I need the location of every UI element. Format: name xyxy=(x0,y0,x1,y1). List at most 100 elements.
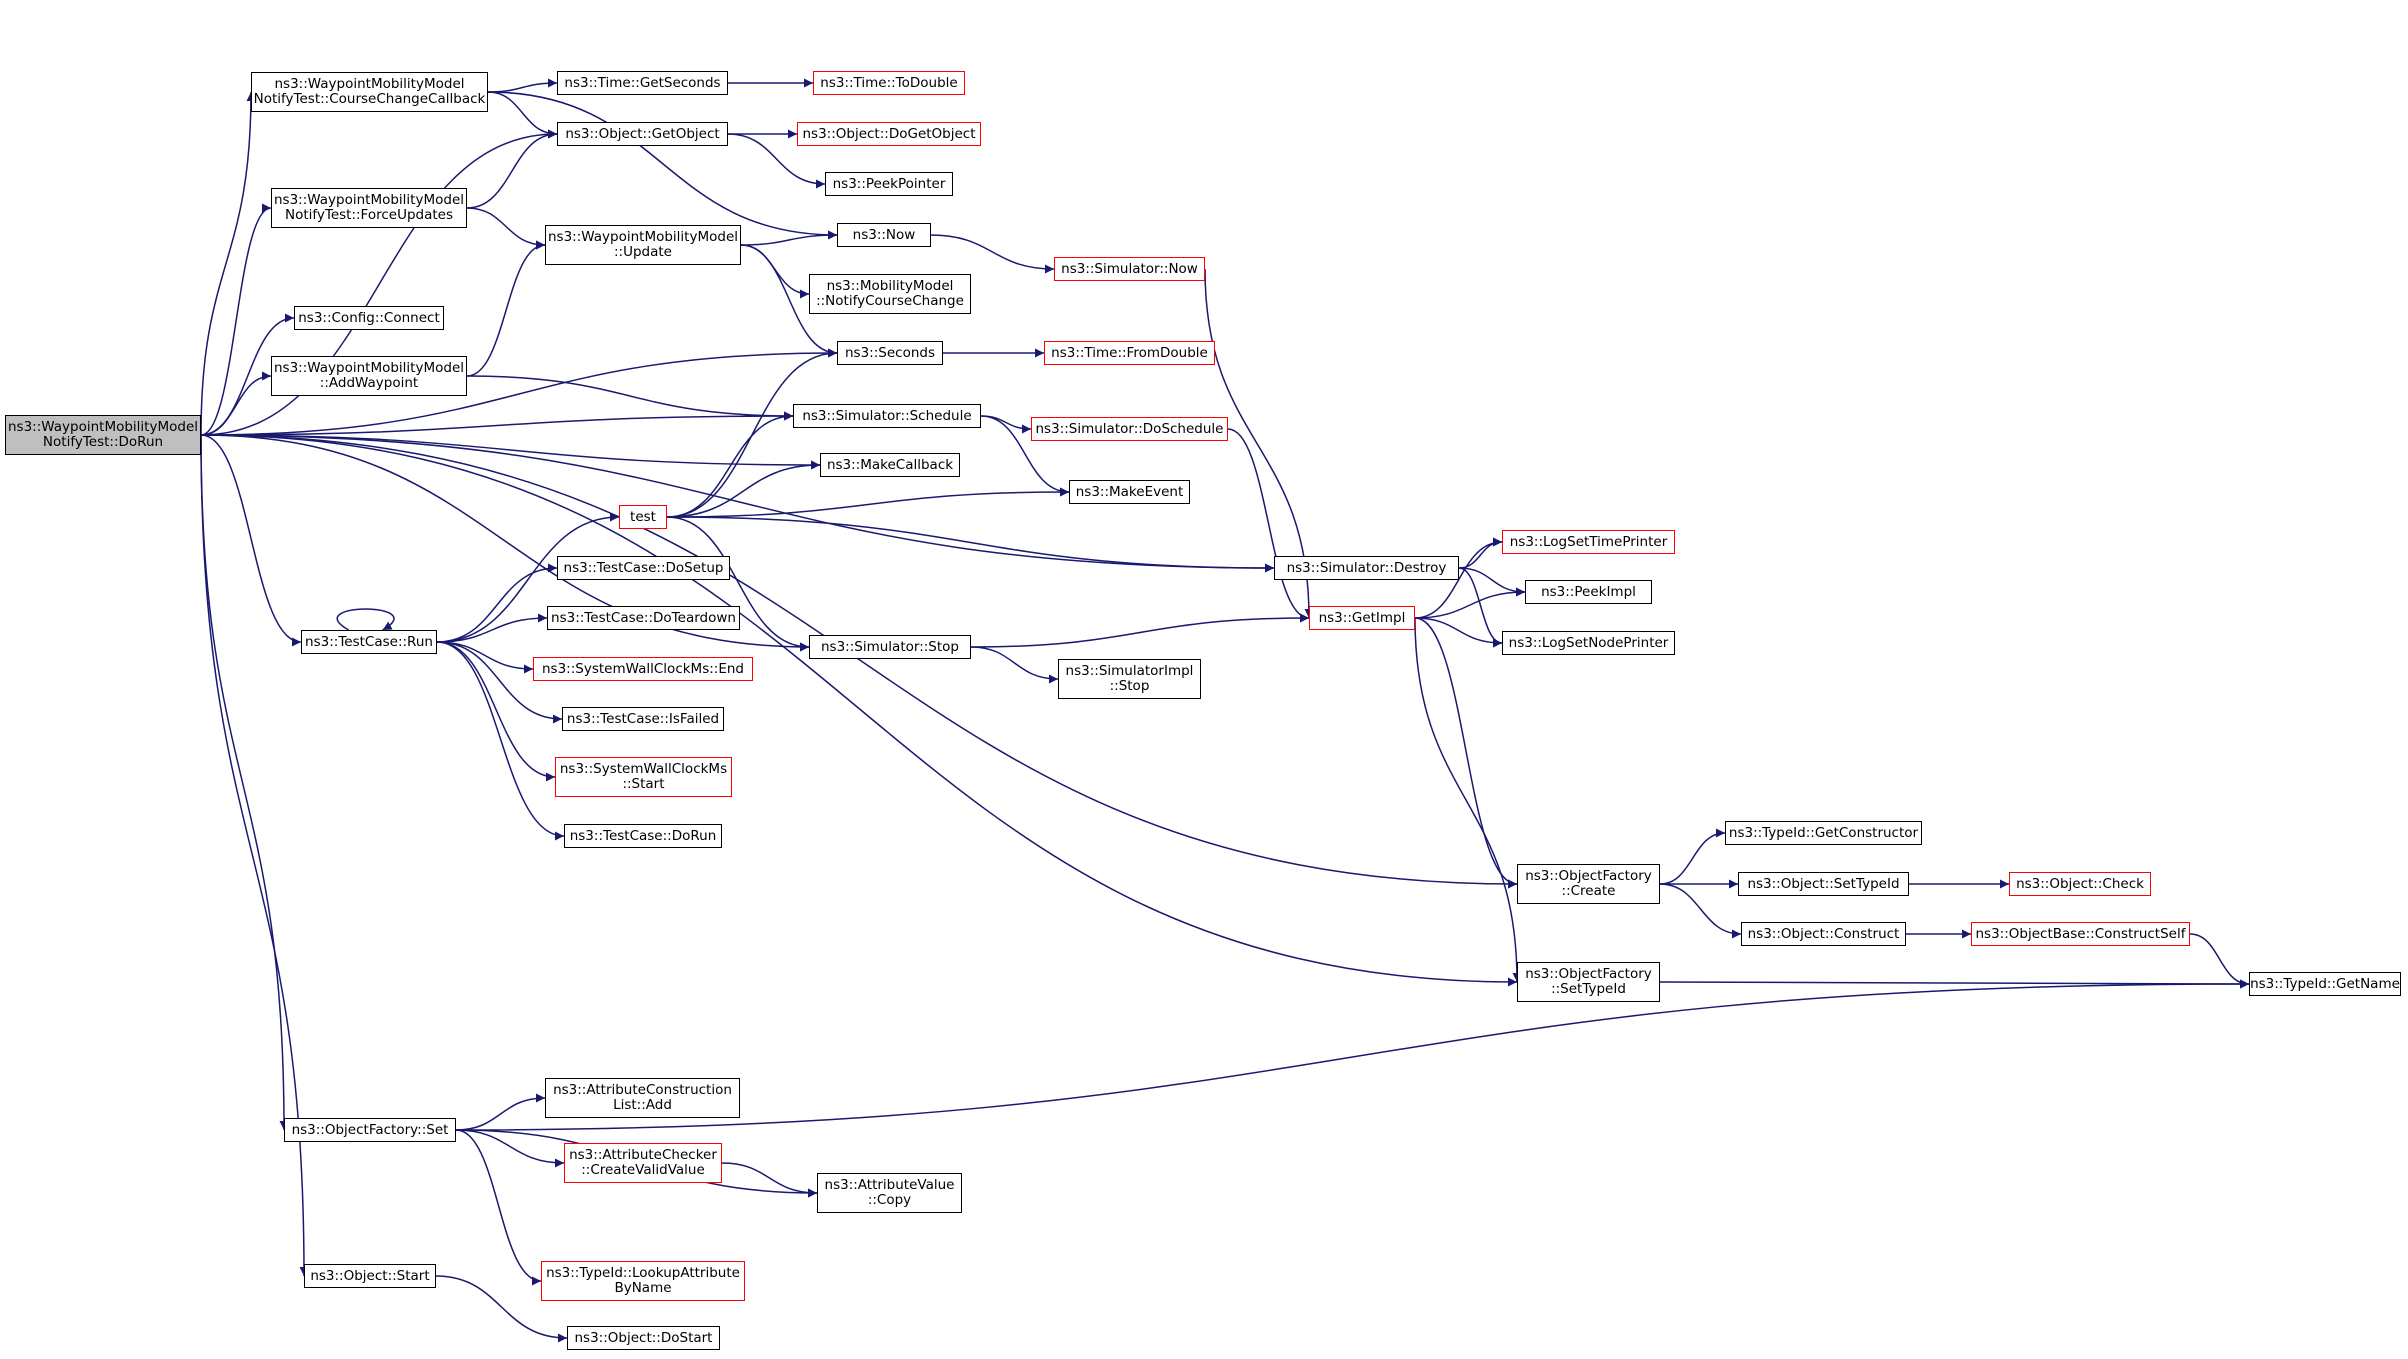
node-attributechecker-createvalidvalue[interactable]: ns3::AttributeChecker::CreateValidValue xyxy=(564,1143,722,1183)
edge-addWaypoint-to-schedule xyxy=(466,375,794,421)
node-label-line: ns3::Simulator::Destroy xyxy=(1286,559,1447,576)
node-objectbase-constructself[interactable]: ns3::ObjectBase::ConstructSelf xyxy=(1971,922,2190,946)
node-label-line: ns3::TestCase::IsFailed xyxy=(566,710,720,727)
node-object-dostart[interactable]: ns3::Object::DoStart xyxy=(567,1326,720,1350)
node-time-todouble[interactable]: ns3::Time::ToDouble xyxy=(813,71,965,95)
node-typeid-getname[interactable]: ns3::TypeId::GetName xyxy=(2249,972,2401,996)
node-label-line: ns3::WaypointMobilityModel xyxy=(548,229,738,245)
node-config-connect[interactable]: ns3::Config::Connect xyxy=(294,306,444,330)
edge-doRun-to-testCaseRun xyxy=(200,434,302,647)
node-simulator-stop[interactable]: ns3::Simulator::Stop xyxy=(809,635,971,659)
node-systemwallclock-start[interactable]: ns3::SystemWallClockMs::Start xyxy=(555,757,732,797)
node-object-dogetobject[interactable]: ns3::Object::DoGetObject xyxy=(797,122,981,146)
node-label-line: ByName xyxy=(614,1280,672,1296)
node-makecallback[interactable]: ns3::MakeCallback xyxy=(820,453,960,477)
node-label-line: ns3::SimulatorImpl xyxy=(1065,663,1194,679)
node-testcase-dorun[interactable]: ns3::TestCase::DoRun xyxy=(564,824,722,848)
edge-doRun-to-addWaypoint xyxy=(200,371,272,436)
node-peekpointer[interactable]: ns3::PeekPointer xyxy=(825,172,953,196)
node-simulator-destroy[interactable]: ns3::Simulator::Destroy xyxy=(1274,556,1459,580)
node-test[interactable]: test xyxy=(619,505,667,529)
node-getimpl[interactable]: ns3::GetImpl xyxy=(1309,606,1415,630)
node-logsettimeprinter[interactable]: ns3::LogSetTimePrinter xyxy=(1502,530,1675,554)
node-label-line: ns3::LogSetNodePrinter xyxy=(1508,634,1669,651)
node-label-line: ns3::MakeCallback xyxy=(826,456,954,473)
node-label-line: ns3::WaypointMobilityModel xyxy=(274,76,465,92)
node-attributevalue-copy[interactable]: ns3::AttributeValue::Copy xyxy=(817,1173,962,1213)
node-simulator-now[interactable]: ns3::Simulator::Now xyxy=(1054,257,1205,281)
edge-simDestroy-to-logNode xyxy=(1458,567,1503,648)
edge-getImpl-to-peekImpl xyxy=(1414,587,1526,619)
edge-ofSet-to-getName xyxy=(455,979,2250,1131)
edge-getImpl-to-logTime xyxy=(1414,537,1503,619)
node-label-line: ns3::Object::SetTypeId xyxy=(1747,875,1900,892)
node-label-line: ns3::Simulator::Now xyxy=(1061,260,1198,277)
node-ns3-now[interactable]: ns3::Now xyxy=(837,223,931,247)
node-peekimpl[interactable]: ns3::PeekImpl xyxy=(1525,580,1652,604)
node-testcase-dosetup[interactable]: ns3::TestCase::DoSetup xyxy=(557,556,730,580)
node-logsetnodeprinter[interactable]: ns3::LogSetNodePrinter xyxy=(1502,631,1675,655)
edge-simNow-to-getImpl xyxy=(1204,268,1314,619)
node-typeid-getconstructor[interactable]: ns3::TypeId::GetConstructor xyxy=(1725,821,1922,845)
node-label-line: ::NotifyCourseChange xyxy=(816,293,964,309)
edge-simStop-to-getImpl xyxy=(970,613,1310,648)
node-label-line: ns3::AttributeConstruction xyxy=(553,1082,732,1098)
node-simulatorimpl-stop[interactable]: ns3::SimulatorImpl::Stop xyxy=(1058,659,1201,699)
node-systemwallclock-end[interactable]: ns3::SystemWallClockMs::End xyxy=(533,657,753,681)
edge-testCaseRun-to-test xyxy=(436,512,620,643)
node-label-line: ns3::Object::GetObject xyxy=(565,125,720,142)
node-object-construct[interactable]: ns3::Object::Construct xyxy=(1741,922,1906,946)
node-object-getobject[interactable]: ns3::Object::GetObject xyxy=(557,122,728,146)
edge-forceUpdates-to-getObject xyxy=(466,129,558,209)
node-add-waypoint[interactable]: ns3::WaypointMobilityModel::AddWaypoint xyxy=(271,356,467,396)
node-label-line: ns3::ObjectFactory::Set xyxy=(291,1121,449,1138)
node-label-line: ns3::Object::DoStart xyxy=(574,1329,713,1346)
node-simulator-schedule[interactable]: ns3::Simulator::Schedule xyxy=(793,404,981,428)
node-objectfactory-set[interactable]: ns3::ObjectFactory::Set xyxy=(284,1118,456,1142)
edge-doRun-to-getObject xyxy=(200,129,558,436)
edge-getImpl-to-logNode xyxy=(1414,617,1503,648)
edge-getImpl-to-ofCreate xyxy=(1414,617,1518,889)
node-waypoint-update[interactable]: ns3::WaypointMobilityModel::Update xyxy=(545,225,741,265)
node-label-line: List::Add xyxy=(613,1097,672,1113)
node-objectfactory-settypeid[interactable]: ns3::ObjectFactory::SetTypeId xyxy=(1517,962,1660,1002)
node-testcase-run[interactable]: ns3::TestCase::Run xyxy=(301,630,437,654)
node-time-getseconds[interactable]: ns3::Time::GetSeconds xyxy=(557,71,728,95)
node-object-start[interactable]: ns3::Object::Start xyxy=(304,1264,436,1288)
node-label-line: ns3::GetImpl xyxy=(1318,609,1406,626)
node-makeevent[interactable]: ns3::MakeEvent xyxy=(1069,480,1190,504)
node-label-line: ns3::LogSetTimePrinter xyxy=(1509,533,1668,550)
edge-ofSet-to-lookupAttr xyxy=(455,1129,542,1286)
edge-ofCreate-to-getConstructor xyxy=(1659,828,1726,885)
node-testcase-doteardown[interactable]: ns3::TestCase::DoTeardown xyxy=(547,606,740,630)
edge-getImpl-to-ofSetTypeId xyxy=(1414,617,1522,983)
node-label-line: NotifyTest::CourseChangeCallback xyxy=(253,91,486,107)
edge-ofCreate-to-objConstruct xyxy=(1659,883,1742,939)
node-label-line: ns3::Object::Check xyxy=(2016,875,2144,892)
node-label-line: ns3::Config::Connect xyxy=(298,309,440,326)
node-time-fromdouble[interactable]: ns3::Time::FromDouble xyxy=(1044,341,1215,365)
node-objectfactory-create[interactable]: ns3::ObjectFactory::Create xyxy=(1517,864,1660,904)
node-mobilitymodel-notifycoursechange[interactable]: ns3::MobilityModel::NotifyCourseChange xyxy=(809,274,971,314)
edge-doRun-to-seconds xyxy=(200,348,838,436)
node-label-line: ns3::PeekPointer xyxy=(832,175,946,192)
node-testcase-isfailed[interactable]: ns3::TestCase::IsFailed xyxy=(562,707,724,731)
edge-simDestroy-to-logTime xyxy=(1458,537,1503,569)
node-ns3-seconds[interactable]: ns3::Seconds xyxy=(837,341,943,365)
node-label-line: ns3::TypeId::GetConstructor xyxy=(1728,824,1919,841)
edge-wmmUpdate-to-seconds xyxy=(740,244,838,358)
node-label-line: ns3::MakeEvent xyxy=(1075,483,1184,500)
edge-testCaseRun-to-isFailed xyxy=(436,641,563,724)
node-label-line: NotifyTest::DoRun xyxy=(42,434,164,450)
node-simulator-doschedule[interactable]: ns3::Simulator::DoSchedule xyxy=(1031,417,1228,441)
node-label-line: ns3::Simulator::Schedule xyxy=(802,407,972,424)
edge-testCaseRun-to-tcDoRun xyxy=(436,641,565,841)
node-object-check[interactable]: ns3::Object::Check xyxy=(2009,872,2151,896)
node-object-settypeid[interactable]: ns3::Object::SetTypeId xyxy=(1738,872,1909,896)
node-label-line: ::AddWaypoint xyxy=(319,375,419,391)
